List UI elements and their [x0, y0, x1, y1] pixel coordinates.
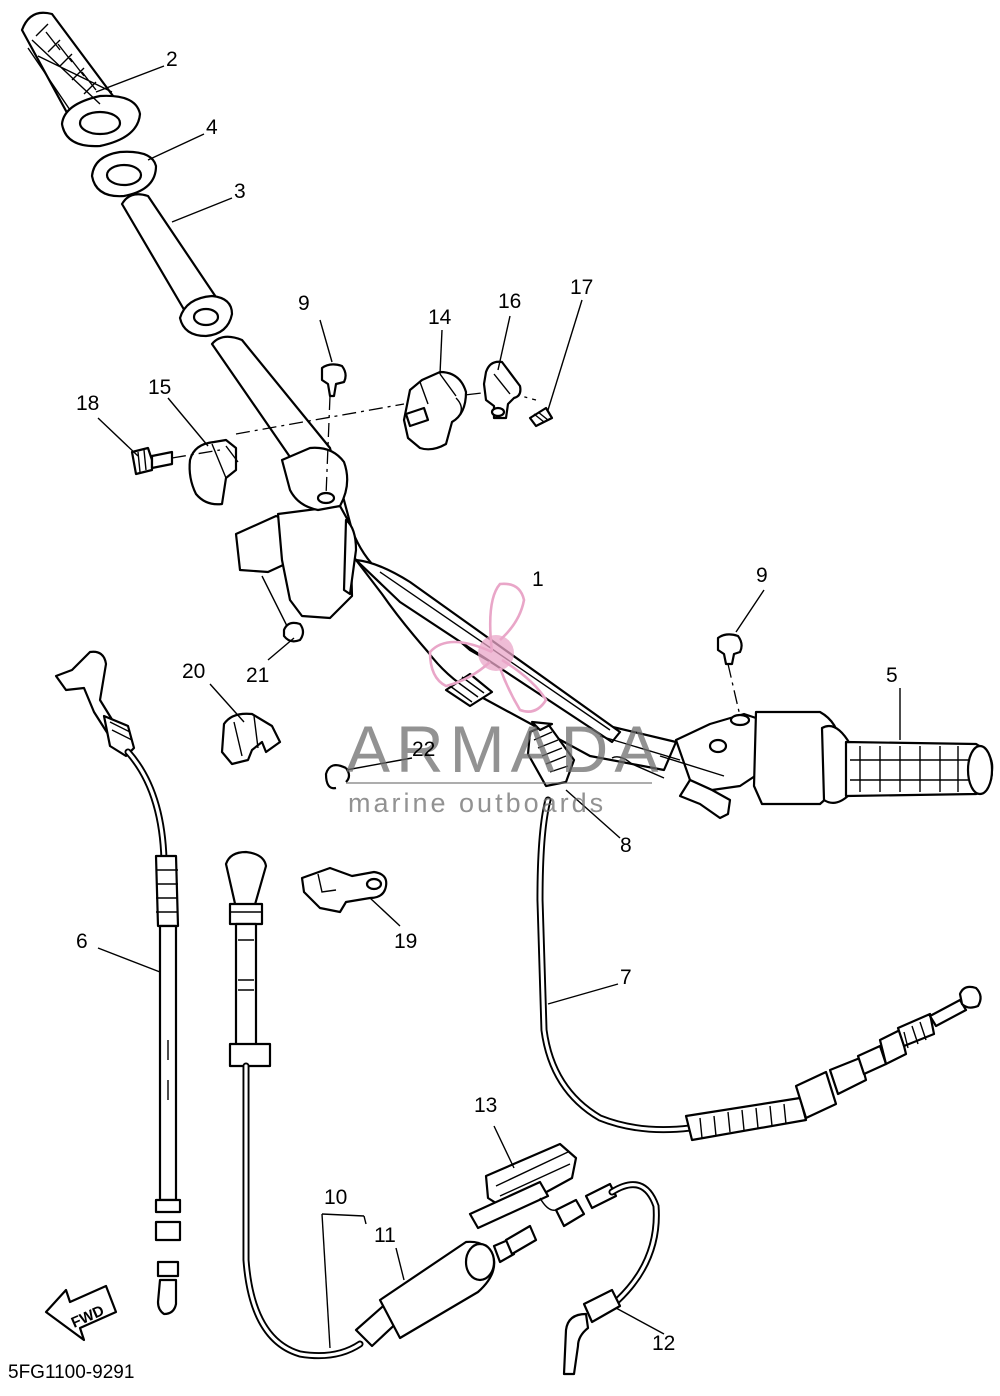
left-housing-screw[interactable]	[320, 363, 347, 497]
throttle-housing[interactable]	[599, 710, 842, 820]
callout-4: 4	[206, 116, 218, 139]
callout-9-right: 9	[756, 564, 768, 587]
cable-guide-clip[interactable]	[482, 360, 522, 420]
right-housing-screw[interactable]	[716, 633, 743, 717]
callout-13: 13	[474, 1094, 497, 1117]
forward-direction-arrow: FWD	[44, 1284, 118, 1342]
callout-14: 14	[428, 306, 452, 329]
watermark-brand: ARMADA	[346, 712, 664, 786]
cable-joint[interactable]	[468, 1142, 578, 1230]
callout-22: 22	[412, 738, 435, 761]
left-grip[interactable]	[20, 11, 142, 148]
leader-lines	[95, 65, 901, 1349]
callout-17: 17	[570, 276, 593, 299]
grip-washer[interactable]	[90, 150, 158, 198]
cable-bracket[interactable]	[300, 866, 388, 914]
switch-screw-cap[interactable]	[282, 621, 305, 643]
callout-9-left: 9	[298, 292, 310, 315]
callout-5: 5	[886, 664, 898, 687]
cable-adjuster[interactable]	[526, 720, 665, 788]
choke-cable[interactable]	[224, 850, 364, 1360]
callout-7: 7	[620, 966, 632, 989]
callout-12: 12	[652, 1332, 675, 1355]
right-clamp-half[interactable]	[402, 370, 468, 451]
callout-16: 16	[498, 290, 521, 313]
callout-3: 3	[234, 180, 246, 203]
callout-19: 19	[394, 930, 417, 953]
callout-21: 21	[246, 664, 269, 687]
throttle-cable[interactable]	[54, 650, 182, 1316]
callout-labels: 1 2 3 4 5 6 7 8 9 9 10 11 12 13 14 15 16…	[76, 48, 898, 1355]
callout-6: 6	[76, 930, 88, 953]
callout-20: 20	[182, 660, 205, 683]
armada-watermark: ARMADA marine outboards	[346, 582, 664, 818]
drawing-code: 5FG1100-9291	[8, 1362, 134, 1383]
callout-11: 11	[374, 1224, 396, 1247]
callout-8: 8	[620, 834, 632, 857]
propeller-logo-icon	[428, 582, 548, 713]
callout-18: 18	[76, 392, 99, 415]
clutch-cable[interactable]	[536, 796, 982, 1142]
watermark-tagline: marine outboards	[348, 788, 606, 818]
callout-1: 1	[532, 568, 544, 591]
callout-10: 10	[324, 1186, 347, 1209]
left-clamp-half[interactable]	[188, 438, 239, 506]
right-grip[interactable]	[820, 724, 994, 805]
choke-plunger-assembly[interactable]	[354, 1224, 538, 1348]
clip-screw[interactable]	[528, 406, 554, 428]
carburetor-cable[interactable]	[554, 1181, 660, 1376]
cable-holder[interactable]	[220, 712, 282, 766]
left-switch-housing[interactable]	[234, 446, 358, 633]
callout-15: 15	[148, 376, 171, 399]
throttle-sleeve[interactable]	[120, 193, 234, 338]
callout-2: 2	[166, 48, 178, 71]
